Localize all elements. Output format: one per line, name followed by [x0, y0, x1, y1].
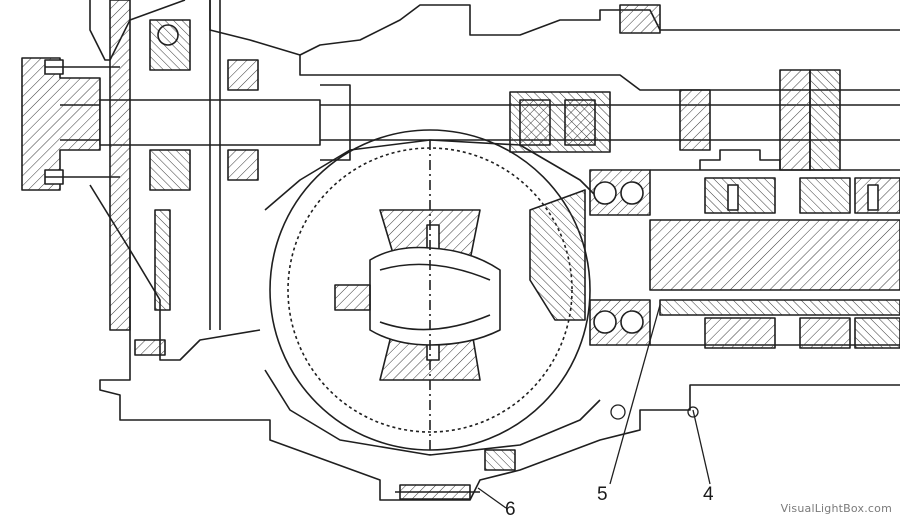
housing-top-contour	[89, 0, 900, 61]
left-flange	[21, 57, 120, 191]
clutch-assembly	[109, 0, 259, 331]
gear-row-lower	[659, 299, 900, 349]
callout-4: 4	[703, 484, 714, 505]
watermark: VisualLightBox.com	[780, 502, 892, 515]
output-bearings	[589, 169, 651, 346]
callout-5: 5	[597, 484, 608, 505]
drain-bolt	[395, 449, 516, 500]
counter-shaft	[649, 169, 900, 346]
leader-lines	[477, 304, 711, 509]
gear-row-upper	[699, 149, 900, 214]
callout-6: 6	[505, 499, 516, 520]
differential-gears	[334, 140, 586, 455]
housing-lower-contour	[89, 184, 900, 501]
main-shaft	[60, 84, 900, 161]
